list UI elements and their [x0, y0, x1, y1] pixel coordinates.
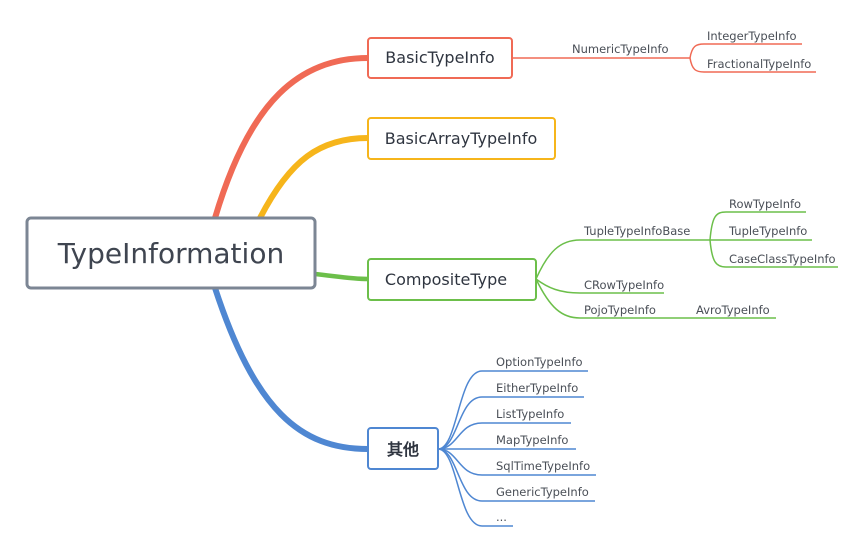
- connector-root-array: [257, 135, 371, 221]
- connector-root-composite: [312, 271, 371, 282]
- other-connectors: [437, 370, 596, 527]
- node-composite-type[interactable]: CompositeType: [367, 258, 537, 301]
- other-item-label[interactable]: OptionTypeInfo: [496, 355, 583, 369]
- other-item-label[interactable]: ListTypeInfo: [496, 407, 564, 421]
- row-type-info-label[interactable]: RowTypeInfo: [729, 197, 801, 211]
- connector-other-item: [437, 448, 513, 527]
- other-item-label[interactable]: EitherTypeInfo: [496, 381, 578, 395]
- connector-tuplebase-caseclass: [709, 239, 838, 268]
- other-item-label[interactable]: MapTypeInfo: [496, 433, 568, 447]
- connector-other-item: [437, 370, 588, 450]
- other-item-label[interactable]: SqlTimeTypeInfo: [496, 459, 590, 473]
- connector-other-item: [437, 422, 571, 450]
- composite-type-label: CompositeType: [385, 270, 507, 289]
- connector-numeric-fractional: [689, 57, 816, 73]
- connector-other-item: [437, 448, 596, 476]
- fractional-type-info-label[interactable]: FractionalTypeInfo: [707, 57, 811, 71]
- root-node[interactable]: TypeInformation: [25, 216, 317, 290]
- connector-other-item: [437, 396, 584, 450]
- basic-array-type-info-label: BasicArrayTypeInfo: [385, 129, 537, 148]
- other-items: OptionTypeInfoEitherTypeInfoListTypeInfo…: [496, 355, 590, 524]
- numeric-type-info-label[interactable]: NumericTypeInfo: [572, 42, 669, 56]
- avro-type-info-label[interactable]: AvroTypeInfo: [696, 303, 770, 317]
- tuple-type-info-label[interactable]: TupleTypeInfo: [728, 224, 807, 238]
- crow-type-info-label[interactable]: CRowTypeInfo: [584, 278, 664, 292]
- node-basic-type-info[interactable]: BasicTypeInfo: [367, 37, 513, 79]
- other-item-label[interactable]: GenericTypeInfo: [496, 485, 589, 499]
- node-basic-array-type-info[interactable]: BasicArrayTypeInfo: [367, 117, 556, 160]
- connector-composite-pojo: [535, 278, 776, 319]
- connector-root-other: [212, 285, 371, 452]
- connector-composite-crow: [535, 278, 664, 294]
- tuple-type-info-base-label[interactable]: TupleTypeInfoBase: [583, 224, 690, 238]
- connector-root-basic: [212, 55, 371, 221]
- node-other[interactable]: 其他: [367, 427, 439, 470]
- basic-type-info-label: BasicTypeInfo: [385, 48, 494, 67]
- other-item-label[interactable]: ...: [496, 510, 507, 524]
- other-label: 其他: [387, 440, 419, 459]
- connector-tuplebase-row: [709, 211, 806, 241]
- root-label: TypeInformation: [57, 237, 284, 270]
- pojo-type-info-label[interactable]: PojoTypeInfo: [584, 303, 656, 317]
- integer-type-info-label[interactable]: IntegerTypeInfo: [707, 29, 797, 43]
- case-class-type-info-label[interactable]: CaseClassTypeInfo: [729, 252, 836, 266]
- connector-composite-tuplebase: [535, 239, 710, 280]
- connector-numeric-integer: [689, 43, 802, 59]
